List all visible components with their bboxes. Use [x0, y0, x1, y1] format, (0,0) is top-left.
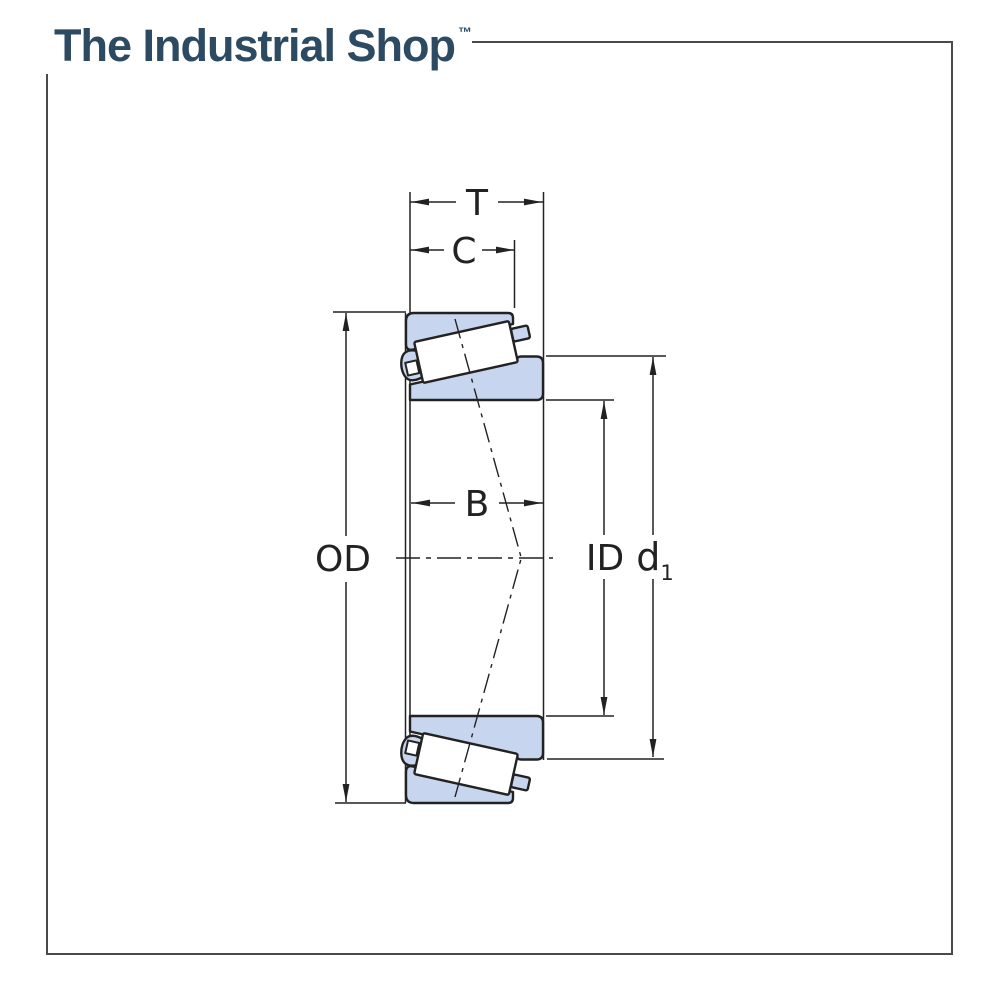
label-C: C [451, 231, 476, 272]
dimension-OD: OD [315, 313, 371, 802]
bearing-bottom-half-mirror [400, 557, 545, 805]
bearing-top-half [400, 311, 545, 558]
dimension-T: T [410, 183, 543, 224]
trademark-symbol: ™ [458, 24, 473, 40]
od-arrow-top [342, 313, 350, 331]
label-B: B [465, 484, 490, 525]
c-arrow-left [411, 246, 429, 254]
id-arrow-top [600, 401, 608, 419]
b-arrow-left [412, 499, 430, 507]
label-ID: ID [586, 538, 624, 579]
projection-lines [333, 192, 666, 804]
label-T: T [465, 183, 489, 224]
c-arrow-right [496, 246, 514, 254]
id-arrow-bottom [600, 697, 608, 715]
dimension-C: C [410, 231, 514, 272]
t-arrow-left [411, 198, 429, 206]
label-d1: d1 [636, 535, 674, 585]
dimension-ID: ID [586, 401, 624, 715]
roller-pressure-axis-line [454, 318, 522, 558]
label-d1-base: d [636, 535, 660, 579]
dimension-B: B [411, 484, 543, 525]
inner-ring-cone-section [408, 355, 545, 402]
d1-arrow-top [649, 357, 657, 375]
dimension-d1: d1 [636, 357, 674, 757]
b-arrow-right [524, 499, 542, 507]
brand-name: The Industrial Shop [54, 20, 456, 71]
cage-small-end-slot [404, 359, 421, 377]
label-d1-subscript: 1 [660, 561, 673, 585]
label-OD: OD [315, 539, 371, 580]
logo-background-mask [0, 0, 472, 74]
od-arrow-bottom [342, 784, 350, 802]
d1-arrow-bottom [649, 739, 657, 757]
t-arrow-right [524, 198, 542, 206]
